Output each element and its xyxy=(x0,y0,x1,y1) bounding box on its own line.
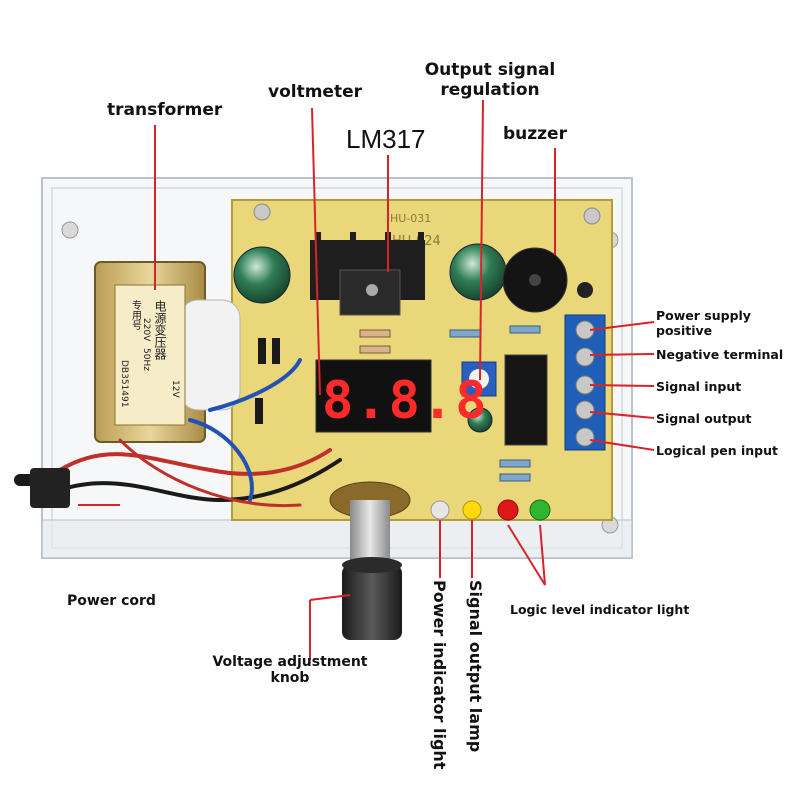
label-output-signal-regulation: Output signal regulation xyxy=(420,60,560,100)
transformer-voltage-out: 12V xyxy=(170,380,180,398)
transformer-voltage-in: 220V xyxy=(141,318,151,342)
transformer-part: 电源变压器 专用号 220V 50Hz 12V DB351491 xyxy=(94,261,241,443)
terminal-block xyxy=(564,314,606,451)
heatsink-lm317 xyxy=(310,232,425,316)
label-logic-level-indicator-light: Logic level indicator light xyxy=(510,602,690,617)
label-power-supply-positive: Power supply positive xyxy=(656,308,751,338)
transformer-cn-title: 电源变压器 xyxy=(153,300,167,361)
label-voltage-adjustment-knob: Voltage adjustment knob xyxy=(210,654,370,686)
transformer-model: DB351491 xyxy=(119,360,129,407)
trimmer-pot xyxy=(461,361,497,397)
label-power-supply-positive-line2: positive xyxy=(656,323,713,338)
label-output-signal-regulation-line1: Output signal xyxy=(424,60,556,80)
label-voltmeter: voltmeter xyxy=(268,82,362,102)
pcb-silkscreen-code2: HU-031 xyxy=(390,212,431,225)
label-buzzer: buzzer xyxy=(503,124,567,144)
transformer-cn-sub: 专用号 xyxy=(130,299,142,331)
label-voltage-adjustment-knob-line1: Voltage adjustment xyxy=(212,654,368,670)
label-transformer: transformer xyxy=(107,100,223,120)
label-negative-terminal: Negative terminal xyxy=(656,347,784,362)
label-signal-output: Signal output xyxy=(656,411,752,426)
label-lm317: LM317 xyxy=(346,124,426,154)
voltmeter-display: 8.8.8 xyxy=(315,359,489,433)
display-reading: 8.8.8 xyxy=(322,371,489,431)
voltage-knob xyxy=(329,481,411,640)
label-logical-pen-input: Logical pen input xyxy=(656,443,778,458)
transformer-freq: 50Hz xyxy=(141,348,151,371)
pointer-lines xyxy=(78,99,655,660)
label-power-cord: Power cord xyxy=(67,593,156,609)
label-power-supply-positive-line1: Power supply xyxy=(656,308,751,323)
buzzer-part xyxy=(502,247,593,313)
label-signal-output-lamp: Signal output lamp xyxy=(466,580,485,753)
label-signal-input: Signal input xyxy=(656,379,742,394)
label-voltage-adjustment-knob-line2: knob xyxy=(270,670,310,686)
ic-chip xyxy=(504,354,548,446)
label-output-signal-regulation-line2: regulation xyxy=(440,80,540,100)
led-indicators xyxy=(430,499,551,521)
capacitors xyxy=(233,243,507,433)
power-cord-plug xyxy=(30,468,70,508)
label-power-indicator-light: Power indicator light xyxy=(430,580,449,770)
